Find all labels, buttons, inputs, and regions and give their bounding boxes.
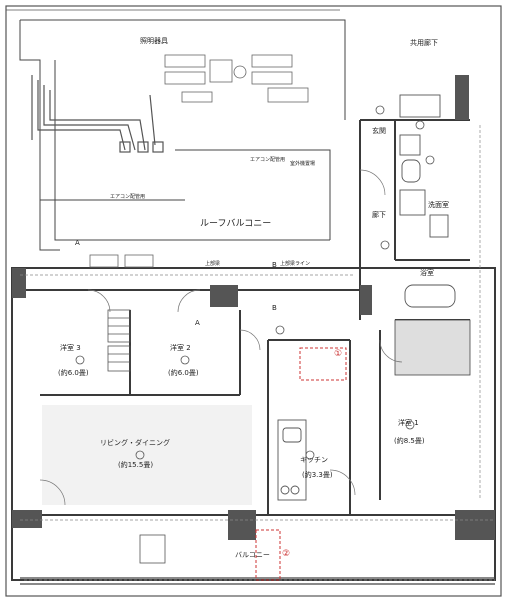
label-senmenjo: 洗面室	[428, 201, 449, 209]
label-living-size: (約15.5畳)	[118, 461, 154, 469]
label-youshitsu3-size: (約6.0畳)	[58, 369, 89, 377]
balcony-unit	[139, 534, 166, 564]
label-note-ac2: エアコン配管用	[110, 194, 146, 200]
label-youshitsu1-size: (約8.5畳)	[394, 437, 425, 445]
label-youshitsu3: 洋室 3	[60, 344, 81, 352]
label-roof-balcony: ルーフバルコニー	[200, 219, 272, 229]
outdoor-unit-left	[89, 254, 119, 268]
balcony-railing	[20, 577, 495, 585]
outdoor-unit-right	[124, 254, 154, 268]
bath-fixtures	[399, 94, 456, 308]
label-youshitsu1: 洋室 1	[398, 419, 419, 427]
label-youshitsu2-size: (約6.0畳)	[168, 369, 199, 377]
label-tomoyo-rouka: 共用廊下	[410, 39, 438, 47]
roof-equipment	[164, 54, 309, 103]
roof-balcony-boundary	[19, 19, 346, 251]
closet-shelves	[107, 309, 131, 372]
label-note-ac1: エアコン配管用	[250, 157, 286, 163]
label-yokushitsu: 浴室	[420, 269, 434, 277]
label-rouka: 廊下	[372, 211, 386, 219]
doors	[39, 169, 403, 506]
label-note-window: 上部梁ライン	[280, 261, 311, 267]
label-genkan: 玄関	[372, 127, 386, 135]
label-kitchen: キッチン	[300, 456, 328, 464]
callout-2-number: ②	[282, 549, 291, 559]
marker-a-bottom: A	[195, 319, 200, 327]
light-fixtures	[75, 105, 435, 460]
wet-area	[394, 319, 471, 376]
kitchen-counter	[277, 419, 307, 501]
label-youshitsu2: 洋室 2	[170, 344, 191, 352]
columns	[12, 75, 495, 540]
marker-b-bottom: B	[272, 304, 277, 312]
label-note-outdoor: 室外機置場	[290, 161, 316, 167]
living-room-area	[42, 405, 252, 505]
beam-lines	[20, 125, 495, 581]
label-note-eave: 上部梁	[205, 261, 221, 267]
marker-b-top: B	[272, 261, 277, 269]
callout-1-number: ①	[334, 349, 343, 359]
label-living: リビング・ダイニング	[100, 439, 170, 447]
label-balcony: バルコニー	[235, 551, 270, 559]
callout-box-1	[299, 347, 347, 381]
label-shoumei: 照明器具	[140, 37, 168, 45]
callout-box-2	[255, 529, 281, 581]
piping-lines	[31, 75, 164, 153]
label-kitchen-size: (約3.3畳)	[302, 471, 333, 479]
marker-a-top: A	[75, 239, 80, 247]
